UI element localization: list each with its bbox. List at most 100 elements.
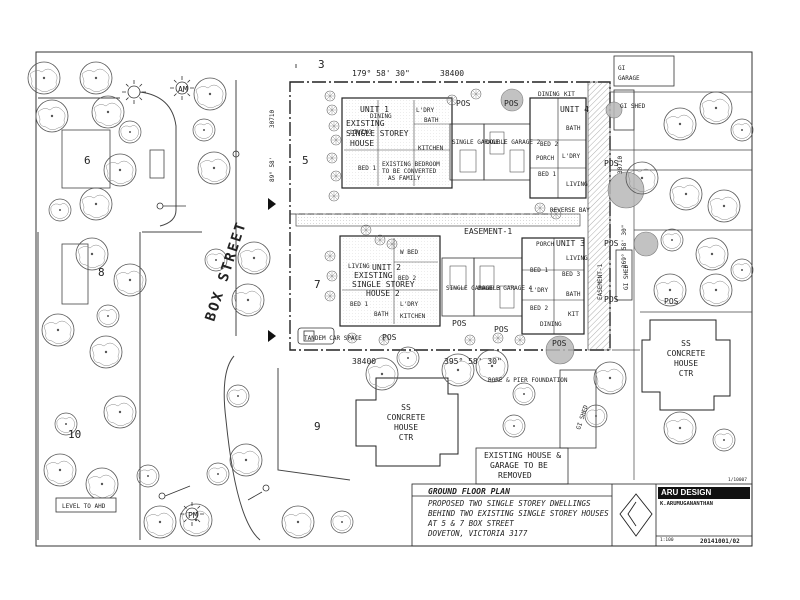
room-kit-u3: KIT	[568, 311, 579, 318]
unit-1-title-2: SINGLE STOREY	[346, 129, 409, 138]
lot-number-8: 8	[98, 266, 105, 279]
garage-single-1: SINGLE GARAGE 1	[452, 139, 507, 146]
pos-label-1: POS	[456, 99, 471, 108]
street-name: BOX STREET	[203, 219, 250, 323]
room-bath-u3: BATH	[566, 291, 581, 298]
pos-label-9: POS	[604, 239, 619, 248]
title-block-frame	[411, 483, 753, 547]
concrete-house-right	[641, 319, 731, 411]
room-kit-u4: KIT	[564, 91, 575, 98]
unit-3-label: UNIT 3	[556, 239, 585, 248]
garage-double-2: DOUBLE GARAGE 2	[486, 139, 541, 146]
room-kitchen-u1: KITCHEN	[418, 145, 444, 152]
level-note: LEVEL TO AHD	[62, 503, 106, 510]
unit-1-title-3: HOUSE	[350, 139, 374, 148]
unit-1-label: UNIT 1	[360, 105, 389, 114]
garage-double-4: DOUBLE GARAGE 4	[478, 285, 533, 292]
scale-value: 1:100	[660, 538, 674, 543]
pos-label-4: POS	[452, 319, 467, 328]
existing-bedroom-2: TO BE CONVERTED	[382, 168, 437, 175]
concrete-house-bottom	[355, 377, 459, 467]
room-kitchen-u2: KITCHEN	[400, 313, 426, 320]
brand-logo: ARU DESIGN	[658, 487, 750, 499]
room-bed2-u3: BED 2	[530, 305, 548, 312]
unit-4-building	[529, 97, 587, 199]
reverse-bay-label: REVERSE BAY	[550, 207, 590, 214]
lot-number-3: 3	[318, 58, 325, 71]
street-light-icons	[156, 150, 270, 501]
room-bath-u1: BATH	[424, 117, 439, 124]
room-bed2-u2: BED 2	[398, 275, 416, 282]
room-living-u2: LIVING	[348, 263, 370, 270]
designer-name: K.ARUMUGANANTHAN	[660, 501, 713, 507]
room-bed1-u2: BED 1	[350, 301, 368, 308]
unit-2-title-1: EXISTING	[354, 271, 393, 280]
neighbour-top-1: GI	[618, 65, 626, 72]
room-labels: DINING LIVING L'DRY BATH KITCHEN BED 1 E…	[348, 91, 588, 328]
pos-label-2: POS	[504, 99, 519, 108]
room-porch-u4: PORCH	[536, 155, 554, 162]
lot-number-7: 7	[314, 278, 321, 291]
site-notes: EASEMENT-1 EASEMENT-1 REVERSE BAY TANDEM…	[178, 65, 646, 520]
dim-top: 38400	[440, 69, 464, 78]
room-living-u4: LIVING	[566, 181, 588, 188]
existing-bedroom-1: EXISTING BEDROOM	[382, 161, 440, 168]
unit-labels: UNIT 1 EXISTING SINGLE STOREY HOUSE UNIT…	[346, 105, 589, 298]
lot-number-5: 5	[302, 154, 309, 167]
right-property-lines	[610, 91, 752, 480]
gi-shed-top: GI SHED	[620, 103, 646, 110]
neighbour-building-small	[149, 149, 165, 179]
room-living-u1: LIVING	[350, 129, 372, 136]
unit-4-label: UNIT 4	[560, 105, 589, 114]
existing-house-1	[341, 97, 453, 189]
dim-bottom: 38400	[352, 357, 376, 366]
lot-number-6: 6	[84, 154, 91, 167]
project-desc-4: DOVETON, VICTORIA 3177	[428, 529, 528, 538]
easement-vertical	[587, 81, 611, 351]
project-desc-1: PROPOSED TWO SINGLE STOREY DWELLINGS	[428, 499, 591, 508]
easement-label: EASEMENT-1	[464, 227, 512, 236]
room-wbed-u2: W BED	[400, 249, 418, 256]
unit-2-title-2: SINGLE STOREY	[352, 280, 415, 289]
sheet-ref: 1/10007	[728, 478, 747, 483]
level-note-box	[55, 497, 117, 513]
unit-2-title-3: HOUSE 2	[366, 289, 400, 298]
pos-label-8: POS	[664, 297, 679, 306]
drawing-frame	[35, 51, 753, 547]
room-dining-u1: DINING	[370, 113, 392, 120]
ss-house-1-l3: HOUSE	[394, 423, 418, 432]
sun-small-icon	[121, 79, 147, 105]
driveway-arrows	[268, 198, 276, 342]
sun-pm-label: PM	[188, 511, 198, 520]
pos-label-10: POS	[604, 295, 619, 304]
existing-note-1: EXISTING HOUSE &	[484, 451, 561, 460]
unit-1-title-1: EXISTING	[346, 119, 385, 128]
existing-note-2: GARAGE TO BE	[490, 461, 548, 470]
gi-shed-right: GI SHED	[623, 264, 630, 290]
pos-label-3: POS	[604, 159, 619, 168]
easement-vertical-label: EASEMENT-1	[597, 263, 604, 300]
room-bed2-u4: BED 2	[540, 141, 558, 148]
ss-house-2-l4: CTR	[679, 369, 694, 378]
ss-house-2-l1: SS	[681, 339, 691, 348]
north-arrow-icon	[619, 493, 653, 537]
project-desc-2: BEHIND TWO EXISTING SINGLE STOREY HOUSES	[428, 509, 609, 518]
dimension-labels: 179° 58' 30" 38400 38400 395° 58' 30" 30…	[269, 69, 628, 366]
dim-right-bearing: 269° 58' 30"	[621, 225, 628, 268]
neighbour-building-8	[61, 243, 89, 305]
unit-2-label: UNIT 2	[372, 263, 401, 272]
room-ldry-u3: L'DRY	[530, 287, 548, 294]
bearing-bottom: 395° 58' 30"	[444, 357, 502, 366]
room-dining-u4: DINING	[538, 91, 560, 98]
existing-bedroom-3: AS FAMILY	[388, 175, 421, 182]
room-bed1-u3: BED 1	[530, 267, 548, 274]
pos-labels: POS POS POS POS POS POS POS POS POS POS	[382, 99, 679, 348]
bore-note: BORE & PIER FOUNDATION	[488, 377, 568, 384]
dim-left-top: 30710	[269, 110, 276, 128]
drawing-number: 20141001/02	[700, 538, 740, 545]
gi-shed-bottom: GI SHED	[575, 404, 590, 431]
garages-top	[449, 123, 531, 181]
existing-note-3: REMOVED	[498, 471, 532, 480]
drawing-title: GROUND FLOOR PLAN	[428, 487, 510, 496]
garage-single-3: SINGLE GARAGE 3	[446, 285, 501, 292]
